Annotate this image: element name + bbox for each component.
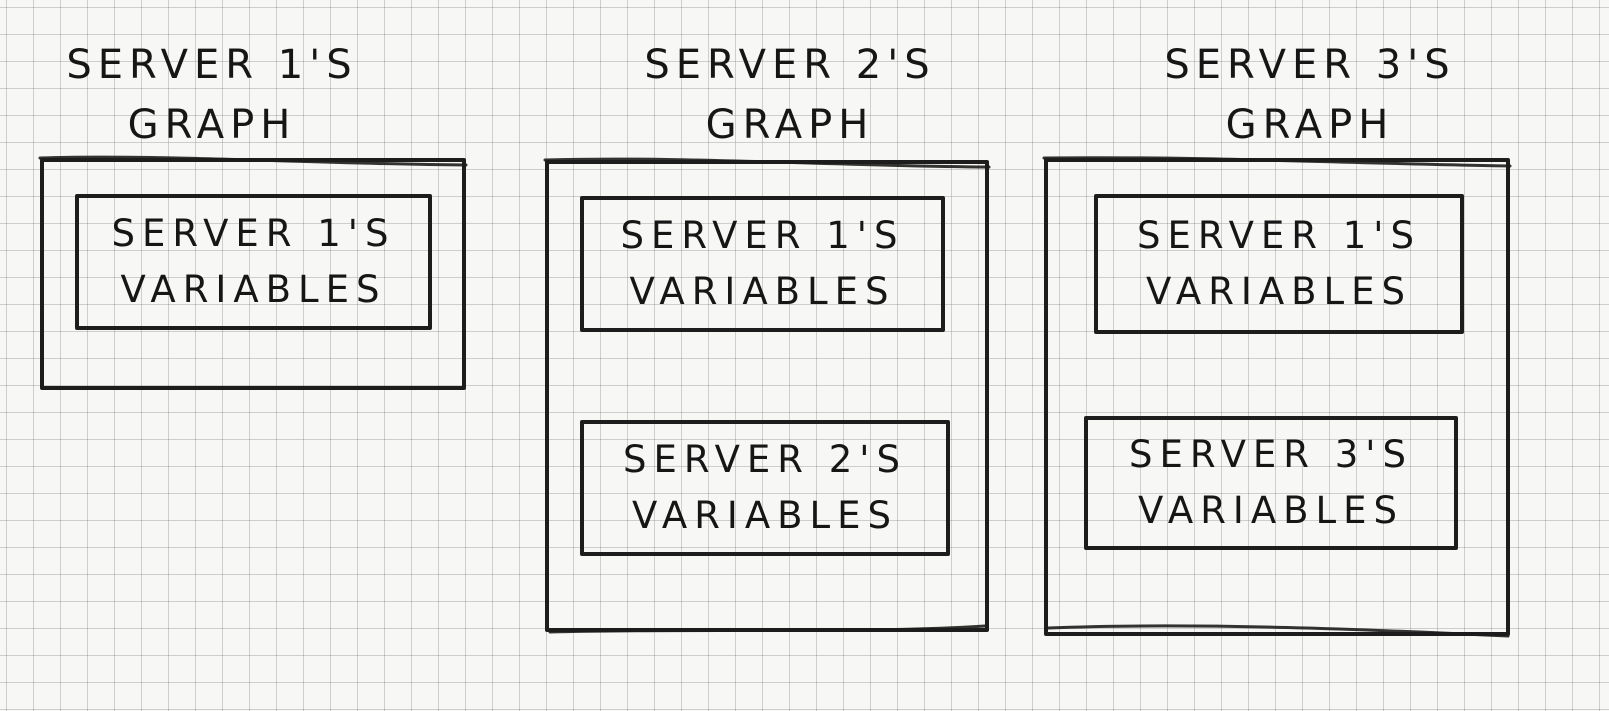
server-3-graph-server-3-variables-box: SERVER 3's VARIABLES: [1084, 416, 1458, 550]
server-2-graph-title: SERVER 2's GRAPH: [644, 42, 936, 148]
server-2-graph-server-2-variables-box: SERVER 2's VARIABLES: [580, 420, 950, 556]
server-1-graph-title: SERVER 1's GRAPH: [66, 42, 358, 148]
server-1-graph-variables-box: SERVER 1's VARIABLES: [75, 194, 432, 330]
server-2-graph-server-1-variables-box: SERVER 1's VARIABLES: [580, 196, 945, 332]
server-3-graph-title: SERVER 3's GRAPH: [1164, 42, 1456, 148]
server-3-graph-server-1-variables-box: SERVER 1's VARIABLES: [1094, 194, 1464, 334]
